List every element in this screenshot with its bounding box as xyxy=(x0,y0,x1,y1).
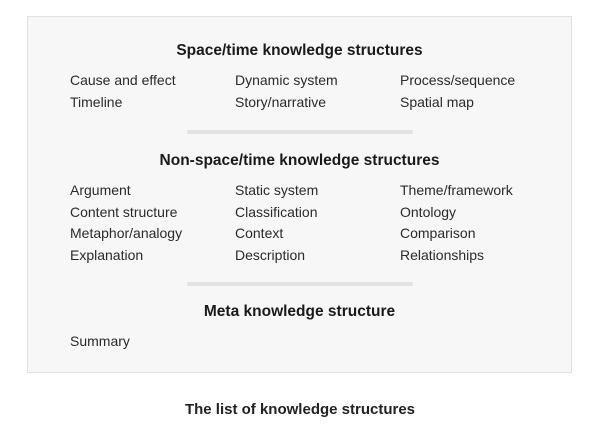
list-item: Comparison xyxy=(400,225,476,241)
section-title-meta: Meta knowledge structure xyxy=(203,303,396,320)
non-space-time-items-grid: Argument Static system Theme/framework C… xyxy=(70,180,540,266)
list-item: Cause and effect xyxy=(70,72,176,88)
list-item: Dynamic system xyxy=(235,72,338,88)
meta-items-grid: Summary xyxy=(70,331,540,353)
list-item: Theme/framework xyxy=(400,182,513,198)
section-divider xyxy=(187,130,413,134)
list-item: Static system xyxy=(235,182,319,198)
figure-caption: The list of knowledge structures xyxy=(184,401,416,418)
list-item: Description xyxy=(235,246,306,263)
list-item: Context xyxy=(235,225,284,241)
list-item: Ontology xyxy=(400,203,457,220)
list-item: Timeline xyxy=(70,93,123,110)
list-item: Relationships xyxy=(400,246,485,263)
space-time-items-grid: Cause and effect Dynamic system Process/… xyxy=(70,70,540,113)
list-item: Process/sequence xyxy=(400,72,516,88)
list-item: Metaphor/analogy xyxy=(70,225,183,241)
section-divider xyxy=(187,282,413,286)
list-item: Argument xyxy=(70,182,131,198)
section-title-space-time: Space/time knowledge structures xyxy=(176,42,423,59)
list-item: Classification xyxy=(235,203,318,220)
list-item: Content structure xyxy=(70,203,178,220)
section-title-non-space-time: Non-space/time knowledge structures xyxy=(159,152,440,169)
list-item: Story/narrative xyxy=(235,93,327,110)
knowledge-structures-panel: Space/time knowledge structures Cause an… xyxy=(27,16,572,373)
list-item: Explanation xyxy=(70,246,144,263)
list-item: Summary xyxy=(70,333,130,349)
list-item: Spatial map xyxy=(400,93,474,110)
